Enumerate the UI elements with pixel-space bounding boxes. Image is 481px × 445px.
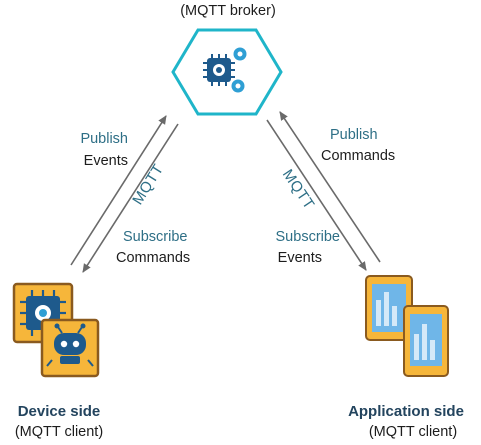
- iot-chip-gears-icon: [203, 47, 247, 93]
- broker-label: (MQTT broker): [180, 3, 276, 19]
- right-publish-label: Publish: [330, 127, 378, 143]
- left-subscribe-commands-label: Commands: [116, 250, 191, 266]
- subscribe-events-arrow: [266, 119, 367, 271]
- application-side-subtitle: (MQTT client): [368, 424, 458, 440]
- right-subscribe-label: Subscribe: [275, 229, 340, 245]
- left-subscribe-label: Subscribe: [123, 229, 188, 245]
- robot-icon: [46, 323, 94, 367]
- right-publish-commands-label: Commands: [321, 148, 396, 164]
- application-side-title: Application side: [348, 403, 464, 420]
- right-subscribe-events-label: Events: [277, 250, 322, 266]
- left-publish-events-label: Events: [83, 153, 128, 169]
- subscribe-commands-arrow: [82, 123, 179, 273]
- device-side-title: Device side: [17, 403, 101, 420]
- device-side-subtitle: (MQTT client): [14, 424, 104, 440]
- publish-events-arrow: [70, 115, 167, 266]
- left-link-arrows: [70, 115, 179, 273]
- tablet-back: [365, 275, 413, 341]
- left-publish-label: Publish: [80, 131, 128, 147]
- publish-commands-arrow: [279, 111, 381, 263]
- tablet-front: [403, 305, 449, 377]
- broker-node: [171, 28, 283, 116]
- right-link-arrows: [266, 111, 381, 271]
- tablet-icon: [365, 275, 449, 377]
- device-robot-tile: [40, 318, 100, 378]
